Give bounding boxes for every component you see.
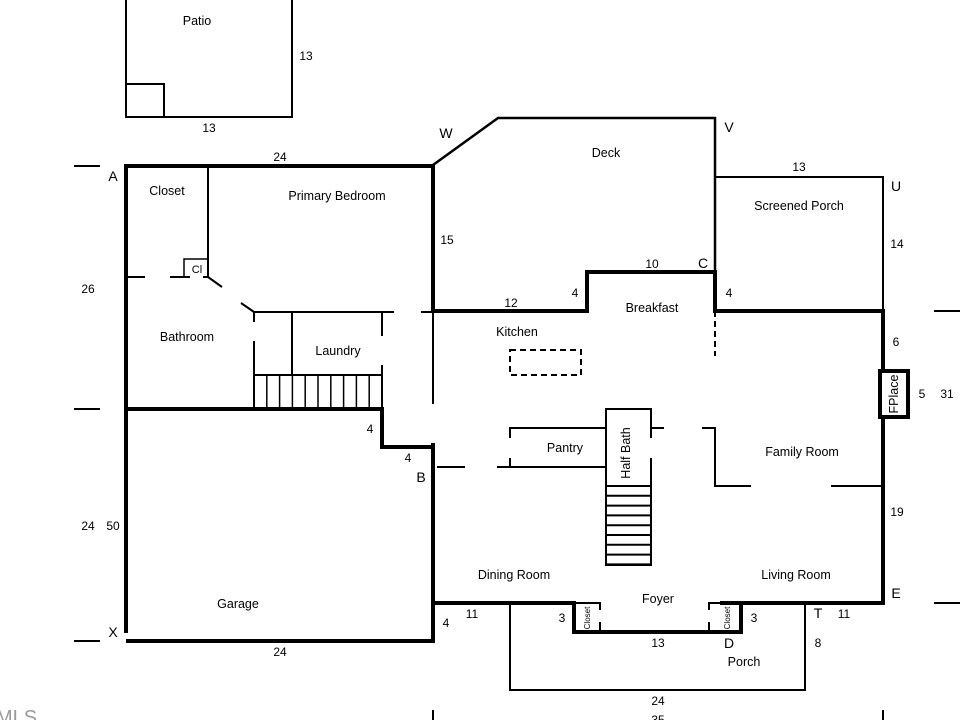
label-deck: Deck [592, 146, 621, 160]
stairs-main [605, 485, 652, 566]
label-laundry: Laundry [315, 344, 361, 358]
corner-d: D [724, 635, 734, 651]
deck [432, 116, 717, 270]
label-dining-room: Dining Room [478, 568, 550, 582]
dim-fplace-above: 6 [893, 335, 900, 349]
kitchen-island [509, 349, 582, 376]
screened-porch [715, 176, 884, 311]
dim-patio-right: 13 [299, 49, 313, 63]
dim-foyer-bottom: 13 [651, 636, 665, 650]
label-half-bath: Half Bath [619, 427, 633, 478]
label-living-room: Living Room [761, 568, 830, 582]
dim-garage-bottom: 24 [273, 645, 287, 659]
foyer-closets [574, 602, 741, 632]
dim-breakfast-right: 4 [726, 286, 733, 300]
dim-screened-top: 13 [792, 160, 806, 174]
dim-patio-bottom: 13 [202, 121, 216, 135]
dim-dining-bottom: 11 [466, 607, 479, 621]
fireplace [878, 369, 910, 419]
dim-top-primary: 24 [273, 150, 287, 164]
corner-c: C [698, 255, 708, 271]
patio [125, 0, 293, 118]
dim-garage-step-v: 4 [367, 422, 374, 436]
corner-e: E [891, 585, 900, 601]
pantry-halfbath-walls [437, 408, 883, 565]
label-bathroom: Bathroom [160, 330, 214, 344]
corner-b: B [416, 469, 425, 485]
dim-porch-bottom: 24 [651, 694, 665, 708]
dim-front-total: 35 [651, 713, 665, 720]
label-patio: Patio [183, 14, 212, 28]
label-cl: Cl [192, 264, 202, 276]
corner-u: U [891, 178, 901, 194]
dim-breakfast-left: 4 [572, 286, 579, 300]
label-closet-left: Closet [583, 606, 592, 629]
dim-breakfast-top: 10 [645, 257, 659, 271]
corner-v: V [724, 119, 734, 135]
label-closet: Closet [149, 184, 185, 198]
label-fplace: FPlace [887, 375, 901, 414]
exterior-walls [124, 164, 910, 643]
dim-screened-right: 14 [890, 237, 904, 251]
dim-foyer-right: 3 [751, 611, 758, 625]
dim-kitchen-top: 12 [504, 296, 518, 310]
dim-left-upper: 26 [81, 282, 95, 296]
dim-family-right: 19 [890, 505, 904, 519]
dim-foyer-left: 3 [559, 611, 566, 625]
label-closet-right: Closet [723, 606, 732, 629]
stairs-upper [253, 374, 383, 409]
corner-a: A [108, 168, 118, 184]
dim-living-bottom: 11 [838, 607, 851, 621]
corner-t: T [814, 605, 823, 621]
primary-suite-walls [126, 166, 434, 409]
watermark-mls: MLS [0, 707, 37, 720]
label-garage: Garage [217, 597, 259, 611]
label-family-room: Family Room [765, 445, 839, 459]
dim-deck-left: 15 [440, 233, 454, 247]
dim-left-lower: 24 [81, 519, 95, 533]
label-pantry: Pantry [547, 441, 584, 455]
dim-left-total: 50 [106, 519, 120, 533]
label-foyer: Foyer [642, 592, 674, 606]
dimension-ticks [74, 165, 960, 720]
dim-garage-step-h: 4 [405, 451, 412, 465]
label-primary-bedroom: Primary Bedroom [288, 189, 385, 203]
label-screened-porch: Screened Porch [754, 199, 844, 213]
label-kitchen: Kitchen [496, 325, 538, 339]
front-porch [509, 603, 806, 691]
dim-porch-right: 8 [815, 636, 822, 650]
dim-fplace-width: 5 [919, 387, 926, 401]
label-breakfast: Breakfast [626, 301, 679, 315]
label-porch: Porch [728, 655, 761, 669]
corner-w: W [439, 125, 453, 141]
dim-garage-right-low: 4 [443, 616, 450, 630]
dim-right-total: 31 [940, 387, 954, 401]
corner-x: X [108, 624, 118, 640]
